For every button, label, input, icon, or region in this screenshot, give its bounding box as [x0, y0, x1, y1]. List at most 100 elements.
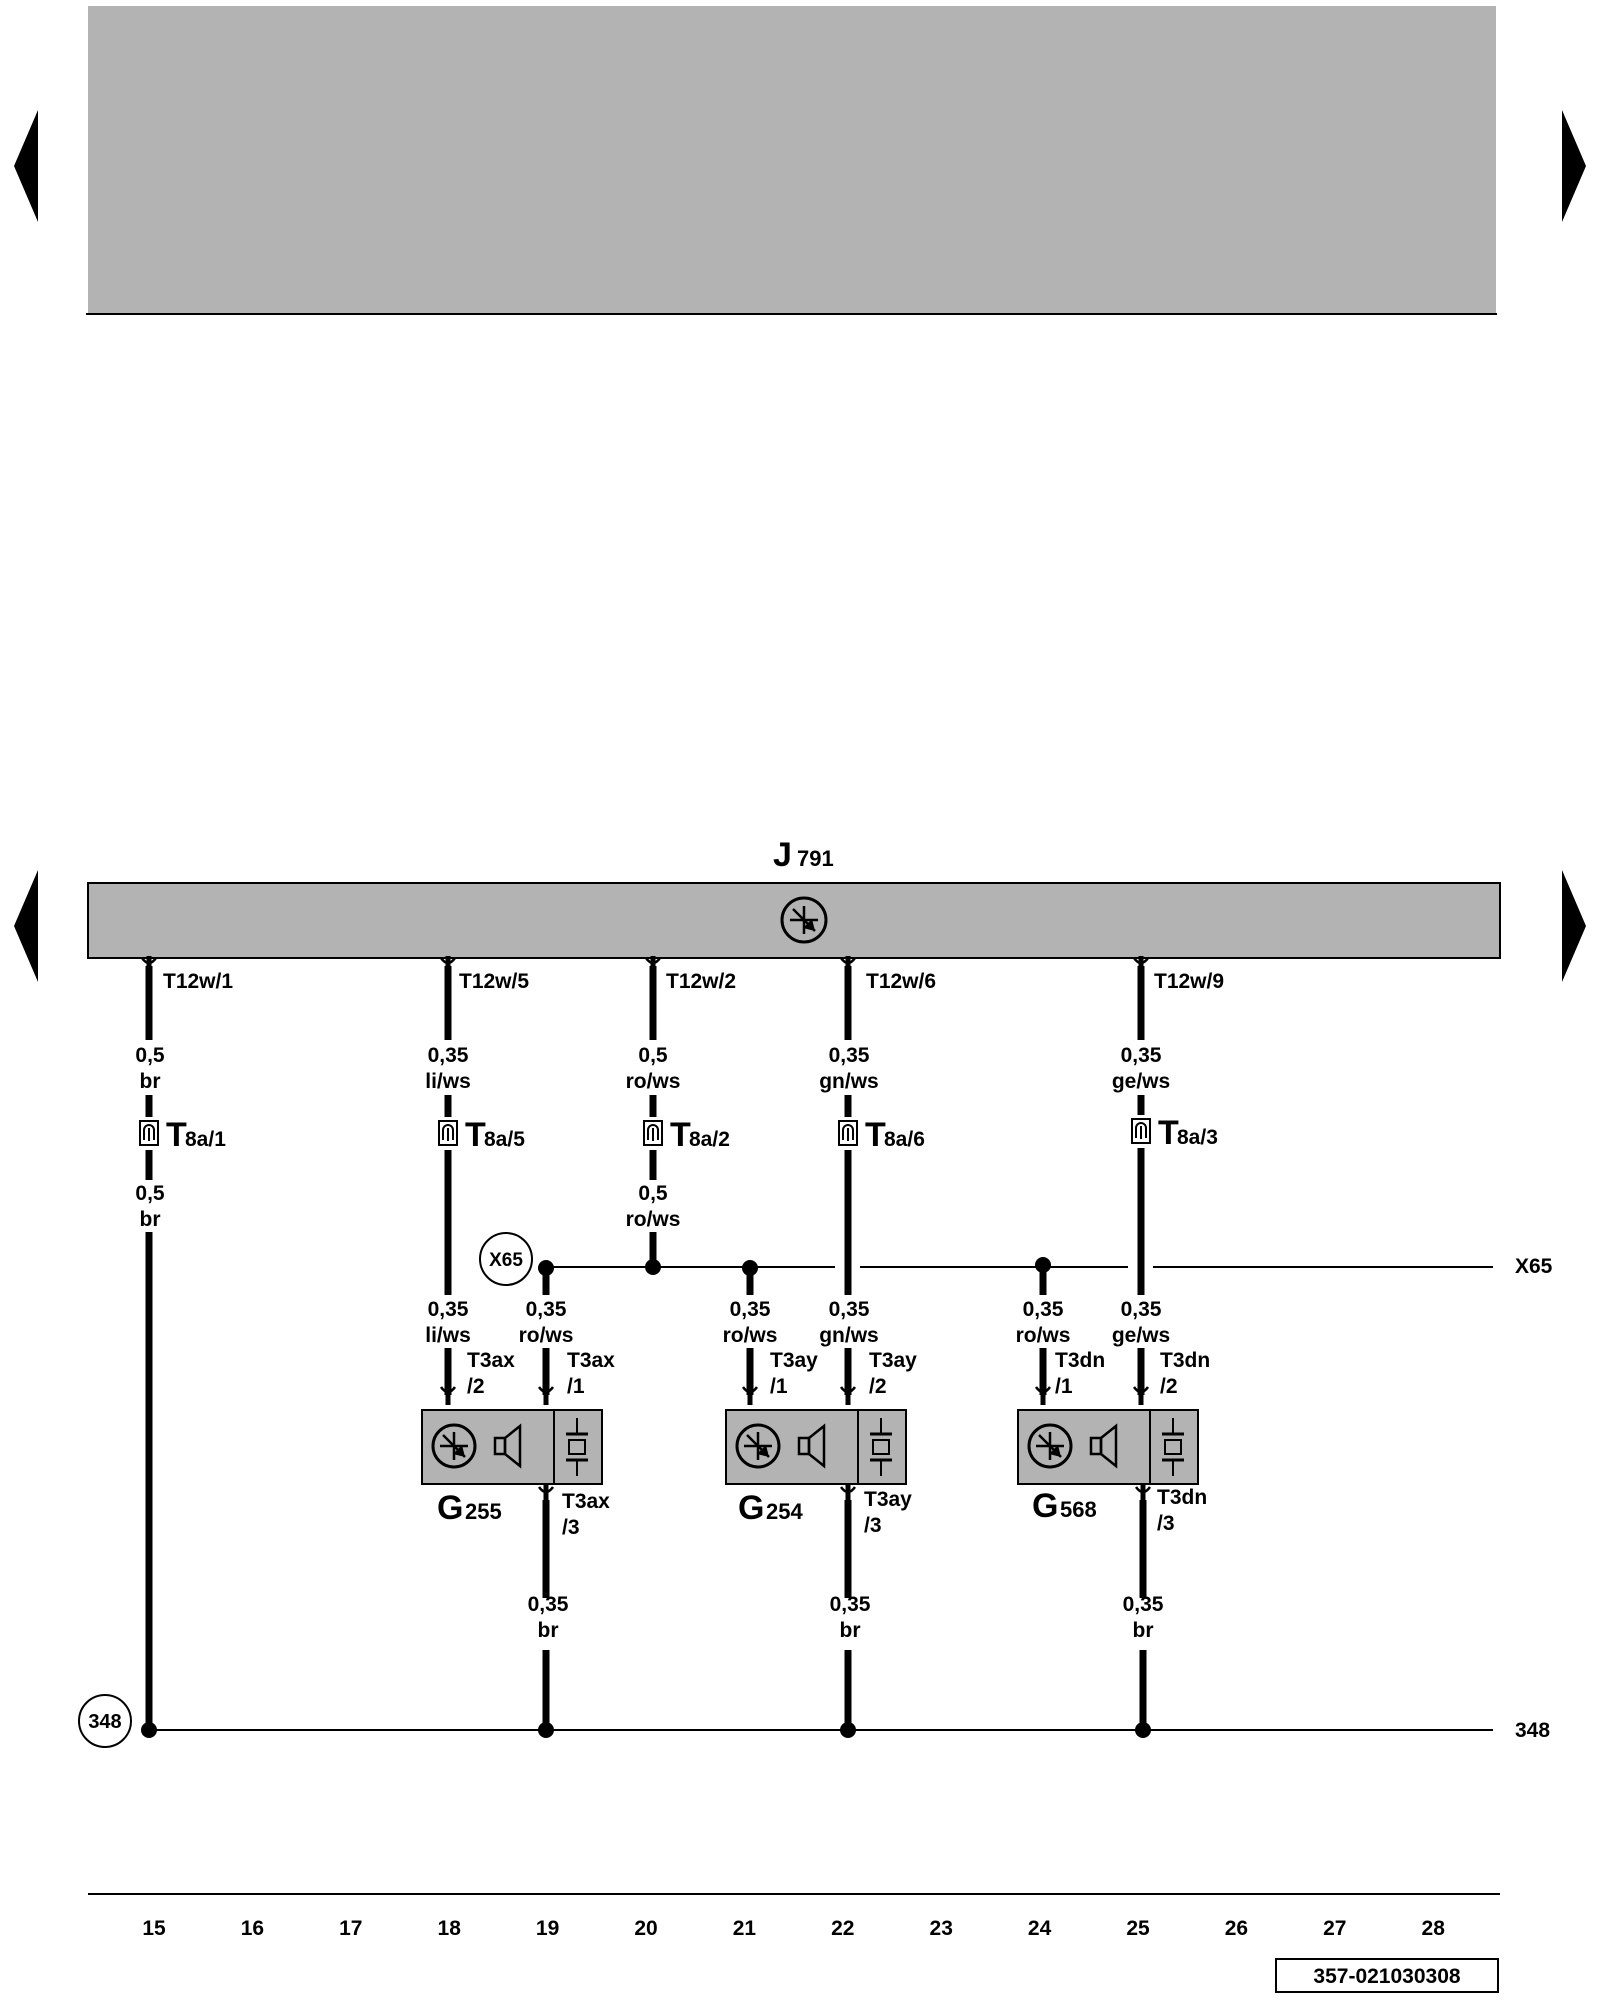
- sensor-pin-name: T3ay: [869, 1349, 917, 1372]
- wire-gauge: 0,35: [1123, 1593, 1164, 1616]
- sensor-letter: G: [738, 1489, 764, 1527]
- junction-dot: [141, 1722, 157, 1738]
- pin-arrow-icon: [1132, 1385, 1150, 1405]
- junction-dot: [742, 1260, 758, 1276]
- wire-gauge: 0,35: [730, 1298, 771, 1321]
- wire-colour: ro/ws: [723, 1324, 778, 1347]
- wire-colour: gn/ws: [819, 1070, 879, 1093]
- pin-arrow-icon: [1034, 1385, 1052, 1405]
- wire-gauge: 0,35: [1121, 1298, 1162, 1321]
- sensor-pin-number: /1: [770, 1375, 788, 1398]
- ground-badge-circle: [78, 1694, 132, 1748]
- sensor-pin-number: /1: [567, 1375, 585, 1398]
- pin-arrow-icon: [839, 1385, 857, 1405]
- t8a-label: 8a/6: [884, 1128, 925, 1151]
- inline-connector-icon: [438, 1120, 458, 1146]
- t8a-prefix: T: [670, 1116, 691, 1154]
- top-panel: [88, 6, 1496, 314]
- wire-colour: ge/ws: [1112, 1070, 1170, 1093]
- t8a-label: 8a/5: [484, 1128, 525, 1151]
- pin-arrow-icon: [537, 1385, 555, 1405]
- sensor-pin-name: T3ax: [567, 1349, 615, 1372]
- sensor-pin-name: T3ax: [562, 1490, 610, 1513]
- sensor-box: [1017, 1409, 1199, 1485]
- pin-label-t12w-6: T12w/6: [866, 970, 936, 993]
- grid-number-18: 18: [438, 1917, 462, 1940]
- wire-colour: li/ws: [425, 1070, 471, 1093]
- control-unit-sensor-icon: [780, 896, 828, 944]
- sensor-pin-number: /3: [864, 1514, 882, 1537]
- motion-sensor-icon: [1027, 1423, 1073, 1469]
- capacitor-icon: [1162, 1418, 1184, 1476]
- sensor-number: 254: [766, 1499, 803, 1524]
- grid-number-20: 20: [634, 1917, 657, 1940]
- inline-connectors: [139, 1118, 1151, 1146]
- wire-spec-labels: 0,5 br 0,35 li/ws 0,5 ro/ws 0,35 gn/ws 0…: [135, 1044, 1170, 1642]
- next-page-arrow-bottom-icon[interactable]: [1562, 870, 1586, 982]
- sensor-pin-name: T3ay: [770, 1349, 818, 1372]
- prev-page-arrow-bottom-icon[interactable]: [14, 870, 38, 982]
- prev-page-arrow-top-icon[interactable]: [14, 110, 38, 222]
- sensor-pin-name: T3dn: [1160, 1349, 1210, 1372]
- t8a-label: 8a/3: [1177, 1126, 1218, 1149]
- wire-gauge: 0,35: [1121, 1044, 1162, 1067]
- junction-dot: [538, 1260, 554, 1276]
- wire-colour: ge/ws: [1112, 1324, 1170, 1347]
- control-unit-number: 791: [797, 846, 834, 871]
- wire-gauge: 0,5: [135, 1182, 165, 1205]
- junction-dot: [645, 1259, 661, 1275]
- inline-connector-icon: [1131, 1118, 1151, 1144]
- sensor-box: [725, 1409, 907, 1485]
- pin-label-t12w-2: T12w/2: [666, 970, 736, 993]
- t8a-prefix: T: [865, 1116, 886, 1154]
- wire-gauge: 0,5: [638, 1182, 668, 1205]
- wire-gauge: 0,35: [829, 1044, 870, 1067]
- pin-arrow-icon: [439, 1385, 457, 1405]
- next-page-arrow-top-icon[interactable]: [1562, 110, 1586, 222]
- t8a-label: 8a/2: [689, 1128, 730, 1151]
- pin-arrow-icon: [1134, 1485, 1152, 1505]
- control-unit-letter: J: [773, 836, 792, 874]
- wire-colour: br: [1133, 1619, 1154, 1642]
- pin-arrow-icon: [140, 956, 158, 976]
- grid-number-24: 24: [1028, 1917, 1052, 1940]
- pin-arrow-icon: [439, 956, 457, 976]
- wire-gauge: 0,5: [135, 1044, 165, 1067]
- bus-x65: X65 X65: [479, 1232, 1553, 1286]
- capacitor-icon: [566, 1418, 588, 1476]
- inline-connector-icon: [643, 1120, 663, 1146]
- speaker-icon: [493, 1423, 522, 1469]
- sensor-letter: G: [437, 1489, 463, 1527]
- t8a-prefix: T: [465, 1116, 486, 1154]
- speaker-icon: [797, 1423, 826, 1469]
- t8a-label: 8a/1: [185, 1128, 226, 1151]
- junction-dot: [1035, 1257, 1051, 1273]
- grid-number-15: 15: [142, 1917, 166, 1940]
- pin-arrow-icon: [1132, 956, 1150, 976]
- capacitor-icon: [870, 1418, 892, 1476]
- ground-badge-label: 348: [88, 1711, 121, 1733]
- pin-arrow-icon: [741, 1385, 759, 1405]
- x65-badge-circle: [479, 1232, 533, 1286]
- bus-ground-348: 348 348: [78, 1694, 1550, 1748]
- wire-colour: gn/ws: [819, 1324, 879, 1347]
- grid-number-28: 28: [1422, 1917, 1446, 1940]
- control-unit-pin-labels: T12w/1 T12w/5 T12w/2 T12w/6 T12w/9: [163, 970, 1224, 993]
- speaker-icon: [1089, 1423, 1118, 1469]
- x65-right-label: X65: [1515, 1255, 1553, 1278]
- pin-label-t12w-5: T12w/5: [459, 970, 529, 993]
- junction-dot: [1135, 1722, 1151, 1738]
- motion-sensor-icon: [431, 1423, 477, 1469]
- wire-colour: ro/ws: [626, 1208, 681, 1231]
- sensor-box: [421, 1409, 603, 1485]
- sensor-designations: G 255 G 254 G 568: [437, 1487, 1097, 1527]
- grid-number-23: 23: [930, 1917, 953, 1940]
- sensor-pin-labels: T3ax /2 T3ax /1 T3ay /1 T3ay /2 T3dn /1 …: [467, 1349, 1210, 1539]
- inline-connector-icon: [139, 1120, 159, 1146]
- pin-arrow-icon: [839, 956, 857, 976]
- inline-connector-icon: [838, 1120, 858, 1146]
- pin-arrow-icon: [644, 956, 662, 976]
